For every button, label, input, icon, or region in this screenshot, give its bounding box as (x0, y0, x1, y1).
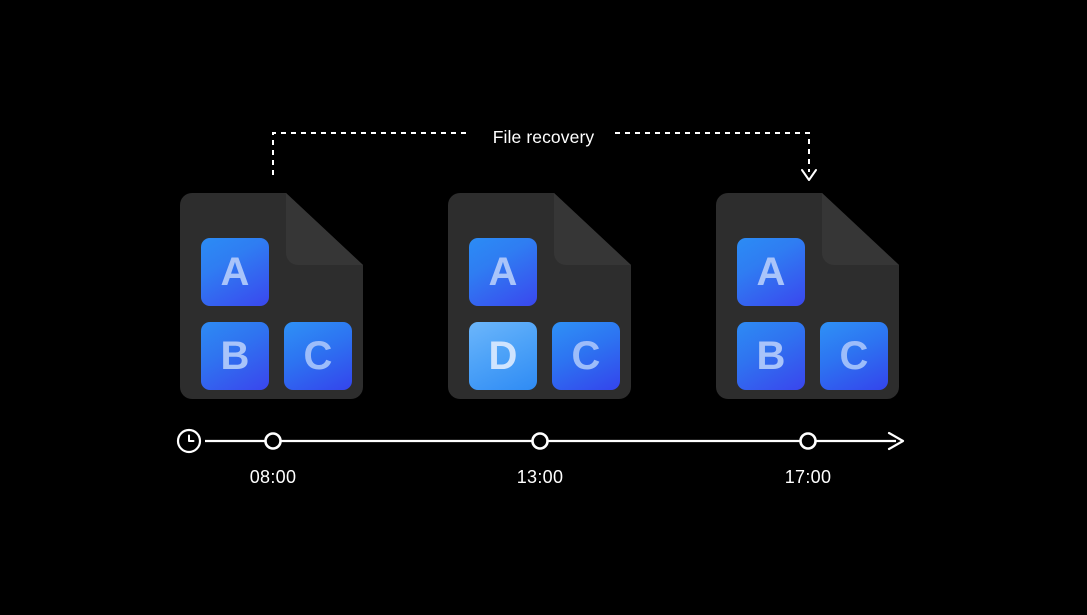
file-block-d[interactable]: D (469, 322, 537, 390)
timeline-label-1700: 17:00 (784, 467, 832, 487)
file-block-c[interactable]: C (820, 322, 888, 390)
timeline-marker-0800[interactable] (264, 432, 282, 450)
tile-group: A B C (180, 193, 363, 399)
file-snapshot-1700[interactable]: A B C (716, 193, 899, 399)
tile-group: A B C (716, 193, 899, 399)
tile-group: A D C (448, 193, 631, 399)
file-block-c[interactable]: C (552, 322, 620, 390)
timeline-label-0800: 08:00 (249, 467, 297, 487)
arrow-right-icon (887, 431, 905, 451)
file-snapshot-0800[interactable]: A B C (180, 193, 363, 399)
file-snapshot-1300[interactable]: A D C (448, 193, 631, 399)
timeline-marker-1300[interactable] (531, 432, 549, 450)
file-block-b[interactable]: B (737, 322, 805, 390)
file-block-b[interactable]: B (201, 322, 269, 390)
annotation-label: File recovery (492, 127, 595, 147)
timeline-label-1300: 13:00 (516, 467, 564, 487)
file-block-a[interactable]: A (469, 238, 537, 306)
timeline-marker-1700[interactable] (799, 432, 817, 450)
file-block-a[interactable]: A (201, 238, 269, 306)
clock-icon (176, 428, 202, 454)
file-block-a[interactable]: A (737, 238, 805, 306)
file-block-c[interactable]: C (284, 322, 352, 390)
